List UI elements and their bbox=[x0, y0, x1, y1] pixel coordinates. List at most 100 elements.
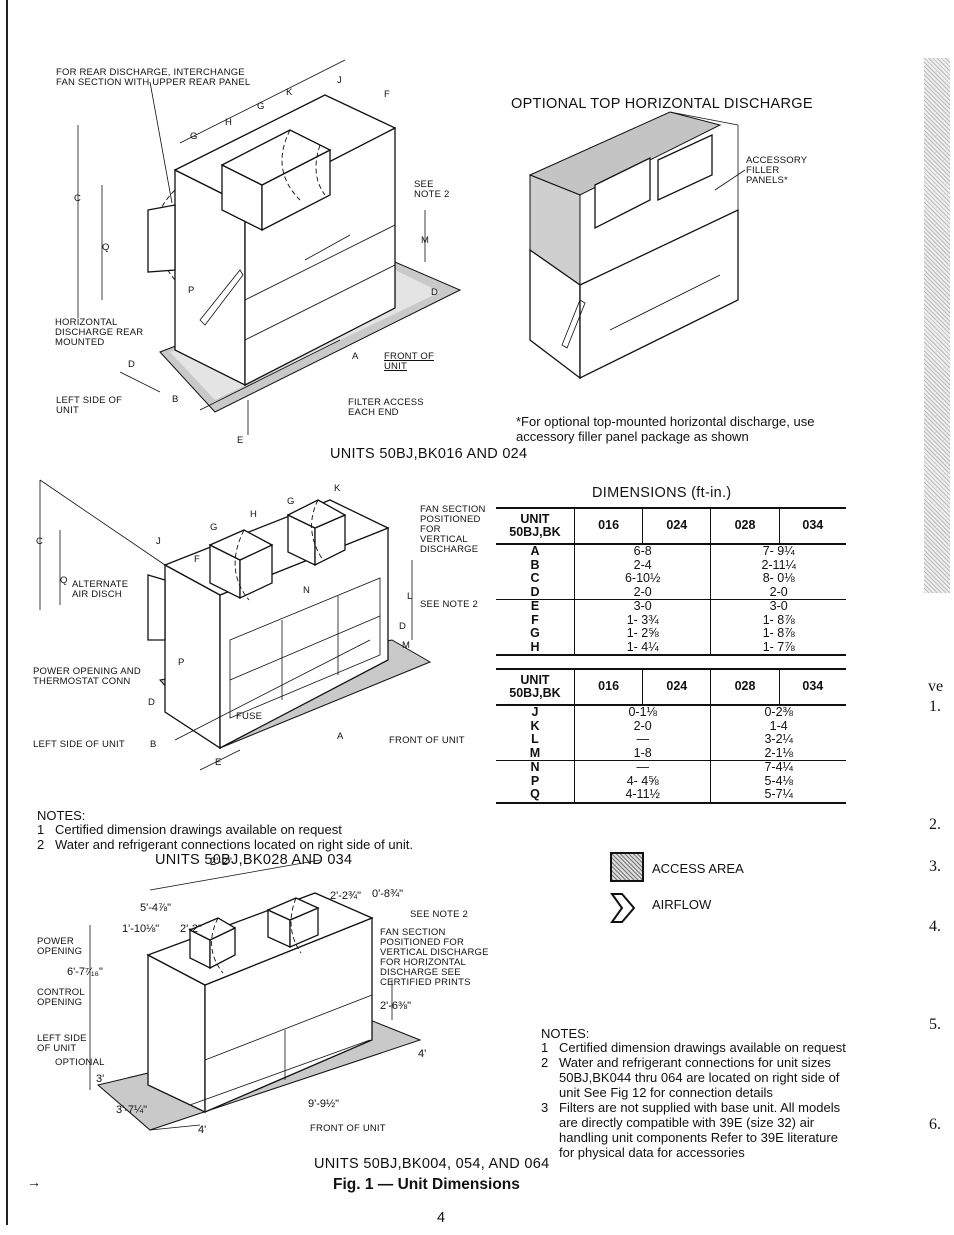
callout-fan-section-f3: FAN SECTION POSITIONED FOR VERTICAL DISC… bbox=[380, 927, 489, 988]
table-row: H 1- 4¼ 1- 7⅞ bbox=[496, 640, 846, 656]
col-unit: UNIT 50BJ,BK bbox=[496, 668, 575, 706]
callout-left-side-f3: LEFT SIDE OF UNIT bbox=[37, 1033, 87, 1054]
right-edge-3: 3. bbox=[929, 858, 941, 875]
dim-letter-a-f2: A bbox=[337, 731, 344, 742]
right-edge-6: 6. bbox=[929, 1116, 941, 1133]
dim-letter-f: F bbox=[384, 89, 391, 100]
caption-units-016-024: UNITS 50BJ,BK016 AND 024 bbox=[330, 446, 528, 462]
table-row: F 1- 3¾ 1- 8⅞ bbox=[496, 613, 846, 627]
dim-3: 3' bbox=[96, 1073, 105, 1085]
table-row: D 2-0 2-0 bbox=[496, 585, 846, 600]
table-row: N — 7-4¼ bbox=[496, 760, 846, 775]
caption-units-004-054-064: UNITS 50BJ,BK004, 054, AND 064 bbox=[314, 1156, 550, 1172]
callout-front-of-unit-f2: FRONT OF UNIT bbox=[389, 735, 465, 746]
dim-2-6: 2'-6⅜" bbox=[380, 1000, 412, 1012]
see-note-2-fig1: SEE NOTE 2 bbox=[414, 179, 450, 200]
col-034: 034 bbox=[778, 507, 846, 545]
page-border-line bbox=[6, 0, 8, 1225]
notes-heading-f3: NOTES: bbox=[541, 1026, 590, 1041]
dim-letter-h-f2: H bbox=[250, 509, 258, 520]
dim-letter-p-f2: P bbox=[178, 657, 185, 668]
col-024: 024 bbox=[642, 668, 711, 706]
dim-letter-g: G bbox=[257, 101, 265, 112]
dim-letter-a: A bbox=[352, 351, 359, 362]
see-note-2-f3: SEE NOTE 2 bbox=[410, 909, 468, 920]
dim-4-bottom: 4' bbox=[198, 1124, 207, 1136]
dim-2-2-3-4: 2'-2¾" bbox=[330, 890, 362, 902]
dim-1-10: 1'-10⅛" bbox=[122, 923, 160, 935]
table-row: E 3-0 3-0 bbox=[496, 599, 846, 614]
right-edge-1: 1. bbox=[929, 698, 941, 715]
table-row: G 1- 2⅝ 1- 8⅞ bbox=[496, 626, 846, 641]
col-unit: UNIT 50BJ,BK bbox=[496, 507, 575, 545]
col-016: 016 bbox=[573, 507, 643, 545]
callout-fuse: FUSE bbox=[236, 711, 263, 722]
callout-alternate-air: ALTERNATE AIR DISCH bbox=[72, 579, 129, 600]
optional-top-footnote: *For optional top-mounted horizontal dis… bbox=[516, 414, 815, 444]
callout-power-opening-f2: POWER OPENING AND THERMOSTAT CONN bbox=[33, 666, 141, 687]
callout-accessory-filler: ACCESSORY FILLER PANELS* bbox=[746, 155, 808, 186]
margin-arrow: → bbox=[27, 1174, 41, 1190]
notes-heading-f2: NOTES: bbox=[37, 808, 86, 823]
table-row: C 6-10½ 8- 0⅛ bbox=[496, 571, 846, 586]
dim-letter-d2: D bbox=[128, 359, 136, 370]
dim-9-9: 9'-9½" bbox=[308, 1098, 340, 1110]
callout-power-opening-f3: POWER OPENING bbox=[37, 936, 83, 957]
col-028: 028 bbox=[710, 668, 780, 706]
dim-letter-n-f2: N bbox=[303, 585, 311, 596]
table-row: J 0-1⅛ 0-2⅜ bbox=[496, 705, 846, 720]
dim-2-2-top: 2'-2" bbox=[210, 856, 232, 868]
dim-letter-e-f2: E bbox=[215, 757, 222, 768]
legend-airflow: AIRFLOW bbox=[652, 897, 712, 912]
dim-letter-j: J bbox=[337, 75, 342, 86]
col-024: 024 bbox=[642, 507, 711, 545]
dim-letter-g2-f2: G bbox=[210, 522, 218, 533]
table-row: A 6-8 7- 9¼ bbox=[496, 544, 846, 559]
callout-optional: OPTIONAL bbox=[55, 1057, 105, 1068]
callout-rear-discharge: FOR REAR DISCHARGE, INTERCHANGE FAN SECT… bbox=[56, 67, 251, 88]
dimensions-title: DIMENSIONS (ft-in.) bbox=[592, 485, 732, 501]
dim-0-8: 0'-8¾" bbox=[372, 888, 404, 900]
table-row: P 4- 4⅝ 5-4⅛ bbox=[496, 774, 846, 788]
optional-top-title: OPTIONAL TOP HORIZONTAL DISCHARGE bbox=[511, 96, 813, 112]
access-area-swatch bbox=[610, 852, 644, 882]
page-number: 4 bbox=[437, 1210, 446, 1226]
callout-fan-section-f2: FAN SECTION POSITIONED FOR VERTICAL DISC… bbox=[420, 504, 486, 555]
callout-front-of-unit-fig1: FRONT OF UNIT bbox=[384, 351, 434, 372]
dim-letter-l-f2: L bbox=[407, 591, 413, 602]
dim-letter-g-f2: G bbox=[287, 496, 295, 507]
dimensions-table-top: UNIT 50BJ,BK 016 024 028 034 A 6-8 7- 9¼… bbox=[496, 507, 846, 656]
table-row: L — 3-2¼ bbox=[496, 732, 846, 747]
callout-horizontal-discharge: HORIZONTAL DISCHARGE REAR MOUNTED bbox=[55, 317, 144, 348]
airflow-icon bbox=[610, 893, 636, 923]
dim-letter-d-f2: D bbox=[399, 621, 407, 632]
caption-units-028-034: UNITS 50BJ,BK028 AND 034 bbox=[155, 852, 353, 868]
table-row: K 2-0 1-4 bbox=[496, 719, 846, 733]
col-016: 016 bbox=[573, 668, 643, 706]
col-028: 028 bbox=[710, 507, 780, 545]
dim-5-4: 5'-4⅞" bbox=[140, 902, 172, 914]
col-034: 034 bbox=[778, 668, 846, 706]
right-edge-ve: ve bbox=[928, 678, 944, 695]
dim-letter-d: D bbox=[431, 287, 439, 298]
legend-access-area: ACCESS AREA bbox=[652, 861, 744, 876]
dim-letter-f-f2: F bbox=[194, 554, 201, 565]
dim-letter-c: C bbox=[74, 193, 82, 204]
right-edge-stipple bbox=[924, 58, 950, 593]
dim-letter-d2-f2: D bbox=[148, 697, 156, 708]
dim-3-7: 3'-7¼" bbox=[116, 1104, 148, 1116]
table-row: Q 4-11½ 5-7¼ bbox=[496, 787, 846, 804]
dim-letter-j-f2: J bbox=[156, 536, 161, 547]
dim-letter-q: Q bbox=[102, 242, 110, 253]
dim-letter-c-f2: C bbox=[36, 536, 44, 547]
dim-letter-b: B bbox=[172, 394, 179, 405]
